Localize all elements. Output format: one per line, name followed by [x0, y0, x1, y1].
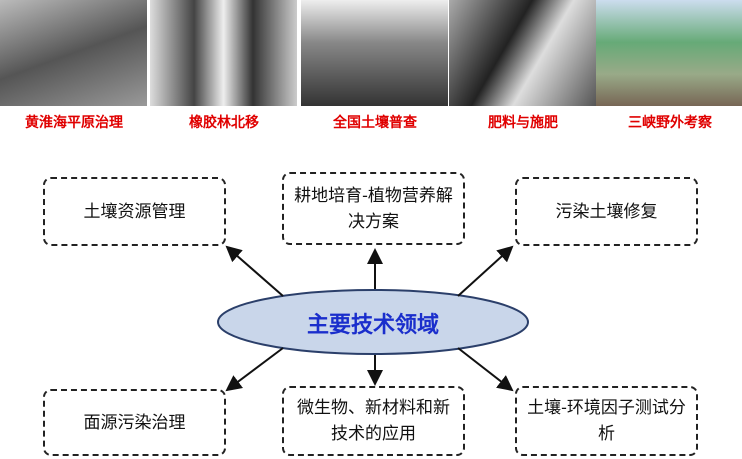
- area-cultivation: 耕地培育-植物营养解决方案: [282, 172, 465, 245]
- area-nonpoint-pollution: 面源污染治理: [43, 389, 226, 456]
- photo-huanghuaihai: [0, 0, 147, 106]
- area-testing: 土壤-环境因子测试分析: [515, 386, 698, 456]
- photo-caption: 橡胶林北移: [189, 115, 259, 131]
- arrow: [457, 347, 514, 392]
- area-soil-resource: 土壤资源管理: [43, 177, 226, 246]
- photo-soil-survey: [301, 0, 448, 106]
- area-label: 耕地培育-植物营养解决方案: [294, 185, 453, 232]
- arrow: [457, 245, 514, 297]
- area-remediation: 污染土壤修复: [515, 177, 698, 246]
- area-microbes: 微生物、新材料和新技术的应用: [282, 386, 465, 456]
- arrow: [225, 347, 284, 392]
- area-label: 土壤资源管理: [83, 201, 186, 222]
- photo-caption: 三峡野外考察: [628, 115, 712, 131]
- area-label: 面源污染治理: [83, 412, 186, 433]
- photo-rubber-forest: [150, 0, 297, 106]
- center-ellipse: [217, 289, 529, 355]
- area-label: 土壤-环境因子测试分析: [527, 398, 686, 444]
- area-label: 微生物、新材料和新技术的应用: [297, 398, 450, 444]
- photo-fertilizer: [449, 0, 596, 106]
- arrow: [225, 245, 284, 297]
- center-label: 主要技术领域: [306, 312, 439, 338]
- photo-caption: 肥料与施肥: [488, 115, 558, 131]
- photo-three-gorges: [596, 0, 742, 106]
- photo-caption: 黄淮海平原治理: [25, 115, 123, 131]
- photo-caption: 全国土壤普查: [333, 115, 417, 131]
- area-label: 污染土壤修复: [555, 201, 658, 222]
